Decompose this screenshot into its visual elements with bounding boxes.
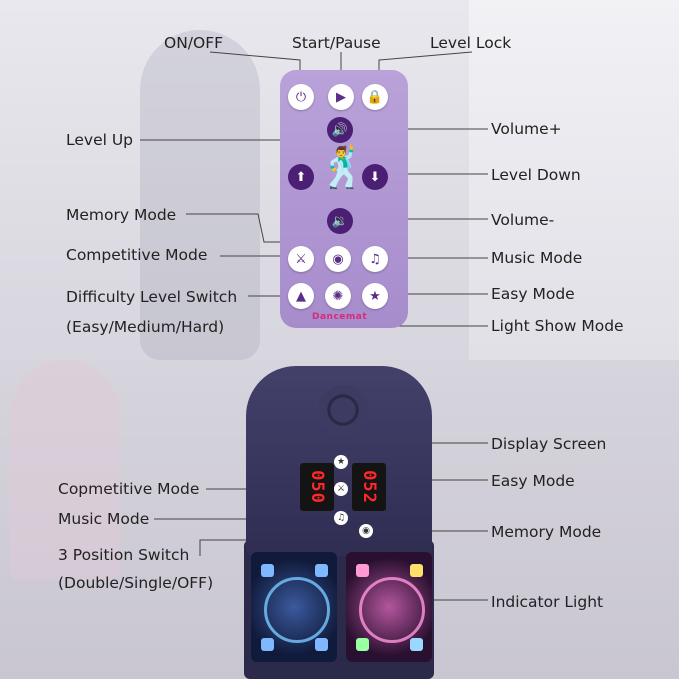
label-device-memory-mode: Memory Mode bbox=[491, 523, 602, 541]
label-position-switch: 3 Position Switch bbox=[58, 546, 190, 564]
indicator-light bbox=[261, 638, 274, 651]
memory-mode-icon[interactable]: ◉ bbox=[325, 246, 351, 272]
speaker-grille bbox=[318, 385, 368, 435]
light-show-icon[interactable]: ✺ bbox=[325, 283, 351, 309]
label-memory-mode: Memory Mode bbox=[66, 206, 177, 224]
background-person bbox=[140, 30, 260, 360]
right-dance-pad[interactable] bbox=[346, 552, 432, 662]
volume-down-icon[interactable]: 🔉 bbox=[327, 208, 353, 234]
label-display-screen: Display Screen bbox=[491, 435, 607, 453]
label-device-competitive-mode: Copmetitive Mode bbox=[58, 480, 200, 498]
right-pad-ring bbox=[359, 577, 425, 643]
label-easy-mode: Easy Mode bbox=[491, 285, 575, 303]
difficulty-switch-icon[interactable]: ▲ bbox=[288, 283, 314, 309]
label-device-easy-mode: Easy Mode bbox=[491, 472, 575, 490]
label-on-off: ON/OFF bbox=[164, 34, 224, 52]
play-pause-icon[interactable]: ▶ bbox=[328, 84, 354, 110]
indicator-light bbox=[410, 564, 423, 577]
label-difficulty-options: (Easy/Medium/Hard) bbox=[66, 318, 225, 336]
level-up-icon[interactable]: ⬆ bbox=[288, 164, 314, 190]
indicator-light bbox=[356, 638, 369, 651]
label-difficulty-switch: Difficulty Level Switch bbox=[66, 288, 238, 306]
label-music-mode: Music Mode bbox=[491, 249, 583, 267]
label-level-down: Level Down bbox=[491, 166, 581, 184]
background-child bbox=[10, 360, 120, 580]
left-display-screen: 050 bbox=[300, 463, 334, 511]
device-competitive-mode-icon[interactable]: ⚔ bbox=[334, 482, 348, 496]
label-competitive-mode: Competitive Mode bbox=[66, 246, 208, 264]
label-level-lock: Level Lock bbox=[430, 34, 512, 52]
indicator-light bbox=[356, 564, 369, 577]
label-position-options: (Double/Single/OFF) bbox=[58, 574, 214, 592]
indicator-light bbox=[410, 638, 423, 651]
left-pad-ring bbox=[264, 577, 330, 643]
background-window bbox=[469, 0, 679, 360]
indicator-light bbox=[315, 564, 328, 577]
music-mode-icon[interactable]: ♫ bbox=[362, 246, 388, 272]
device-easy-mode-icon[interactable]: ★ bbox=[334, 455, 348, 469]
label-level-up: Level Up bbox=[66, 131, 134, 149]
right-display-screen: 052 bbox=[352, 463, 386, 511]
volume-up-icon[interactable]: 🔊 bbox=[327, 117, 353, 143]
device-music-mode-icon[interactable]: ♫ bbox=[334, 511, 348, 525]
brand-logo: Dancemat bbox=[312, 312, 368, 322]
easy-mode-icon[interactable]: ★ bbox=[362, 283, 388, 309]
left-dance-pad[interactable] bbox=[251, 552, 337, 662]
label-volume-down: Volume- bbox=[491, 211, 555, 229]
power-icon[interactable]: ⏻ bbox=[288, 84, 314, 110]
indicator-light bbox=[261, 564, 274, 577]
device-memory-mode-icon[interactable]: ◉ bbox=[359, 524, 373, 538]
label-volume-up: Volume+ bbox=[491, 120, 562, 138]
label-indicator-light: Indicator Light bbox=[491, 593, 604, 611]
level-down-icon[interactable]: ⬇ bbox=[362, 164, 388, 190]
indicator-light bbox=[315, 638, 328, 651]
label-start-pause: Start/Pause bbox=[292, 34, 381, 52]
label-light-show-mode: Light Show Mode bbox=[491, 317, 624, 335]
label-device-music-mode: Music Mode bbox=[58, 510, 150, 528]
dancer-icon: 🕺 bbox=[318, 145, 368, 191]
lock-icon[interactable]: 🔒 bbox=[362, 84, 388, 110]
competitive-mode-icon[interactable]: ⚔ bbox=[288, 246, 314, 272]
